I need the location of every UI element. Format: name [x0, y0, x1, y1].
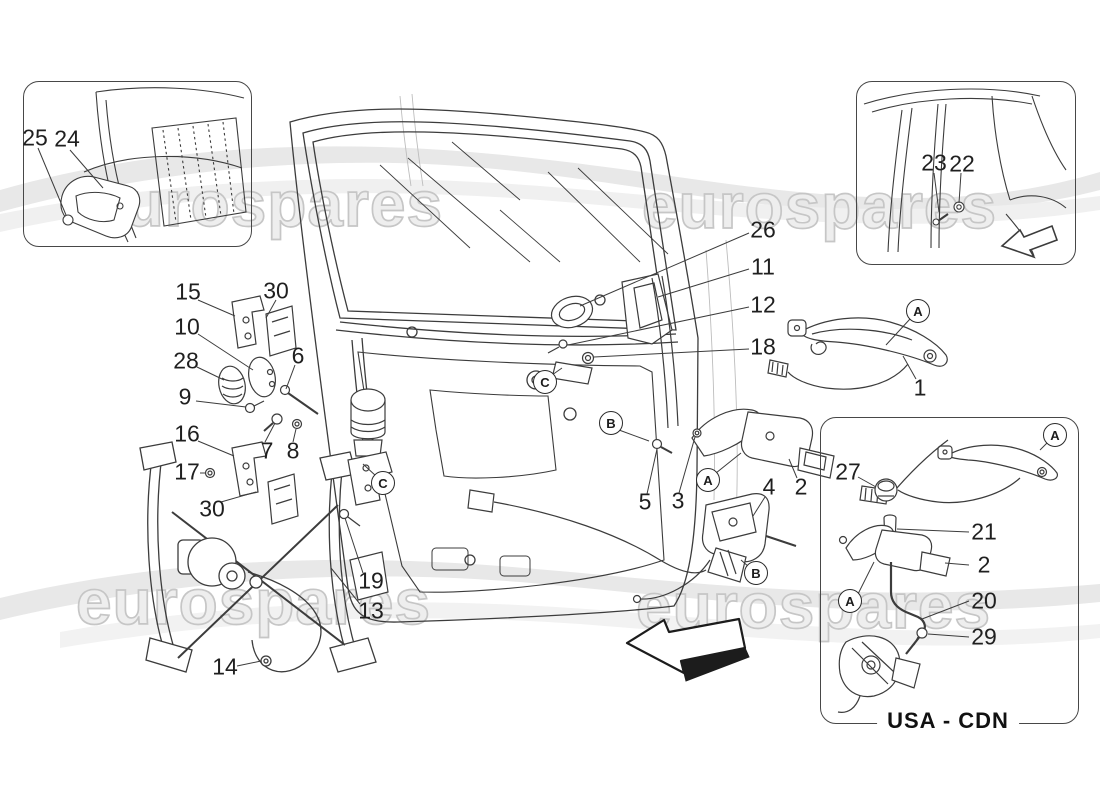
window-regulator [139, 441, 377, 673]
glass-reflection-lines [379, 141, 669, 263]
direction-arrow-large [625, 617, 750, 682]
watermark-text: eurospares [87, 168, 444, 240]
rear-door-illustration [289, 108, 699, 623]
lock-actuator [347, 388, 393, 601]
exterior-door-handle [767, 317, 948, 390]
leader-lines [37, 147, 1049, 667]
door-lock-and-cable [467, 489, 797, 604]
usa-cdn-inset-art [837, 439, 1058, 713]
interior-door-handle [651, 408, 835, 479]
region-label-usa-cdn: USA - CDN [877, 707, 1019, 734]
door-trim-inset-art [60, 87, 247, 243]
upper-lock-area [547, 273, 679, 429]
speaker-grille [151, 117, 247, 227]
watermark-text: eurospares [641, 170, 998, 242]
rear-quarter-inset-art [863, 88, 1067, 259]
direction-arrow-small [1000, 224, 1059, 259]
hinges-and-fasteners [204, 295, 319, 525]
